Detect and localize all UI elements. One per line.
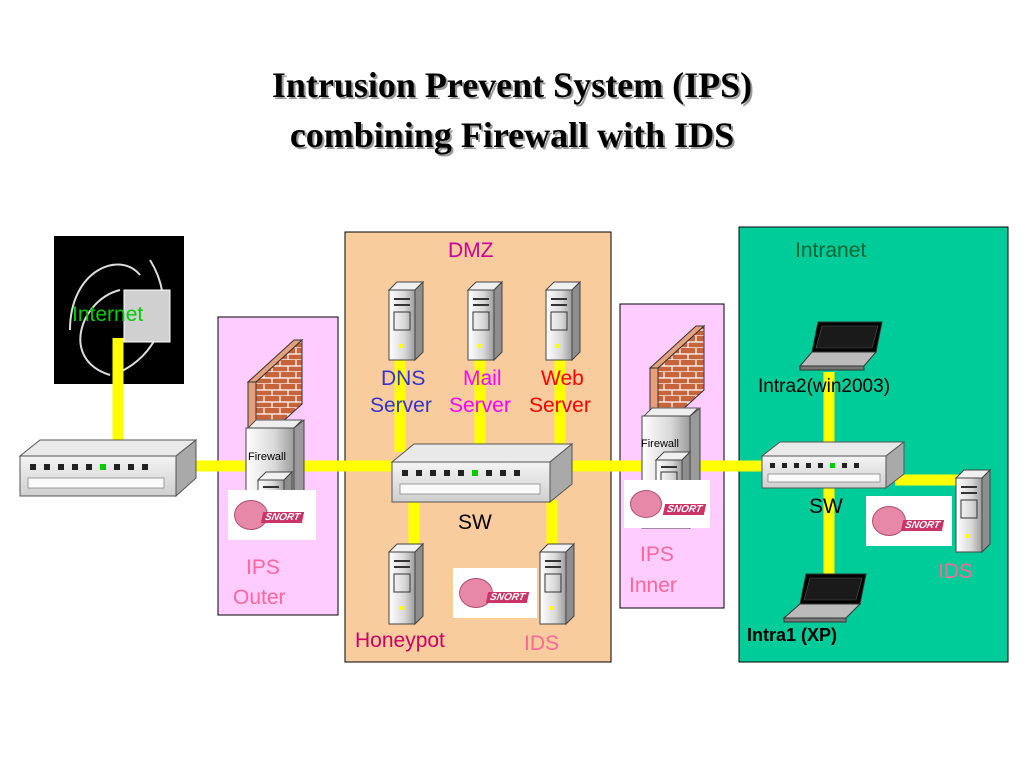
- title-line-1: Intrusion Prevent System (IPS): [271, 65, 753, 105]
- firewall-inner-label: Firewall: [641, 438, 679, 450]
- internet-label: Internet: [72, 303, 144, 326]
- mail-server-label-1: Mail: [463, 367, 502, 390]
- web-server-label-2: Server: [529, 394, 591, 417]
- mail-server-icon: [466, 280, 504, 362]
- snort-logo-text: SNORT: [260, 512, 304, 523]
- intra1-label: Intra1 (XP): [747, 625, 838, 645]
- intra1-laptop-icon: [782, 573, 867, 623]
- snort-logo-text: SNORT: [662, 504, 706, 515]
- mail-server-label-2: Server: [449, 394, 511, 417]
- intra2-laptop-icon: [798, 321, 883, 371]
- ips-inner-label-2: Inner: [629, 574, 677, 597]
- edge-router: [18, 438, 198, 498]
- ips-outer-label-1: IPS: [246, 556, 280, 579]
- web-server-icon: [544, 280, 582, 362]
- snort-logo-text: SNORT: [485, 592, 529, 603]
- dmz-ids-label: IDS: [524, 632, 560, 655]
- intranet-label: Intranet: [795, 239, 867, 262]
- snort-pig-icon: [872, 506, 906, 536]
- network-links: [112, 338, 964, 576]
- web-server-label-1: Web: [541, 367, 584, 390]
- snort-pig-icon: [630, 490, 662, 518]
- snort-logo-outer: SNORT: [228, 490, 316, 540]
- dmz-switch-label: SW: [458, 511, 492, 534]
- snort-logo-dmz: SNORT: [453, 568, 537, 618]
- intranet-ids-label: IDS: [938, 560, 974, 583]
- ips-outer-label-2: Outer: [233, 586, 286, 609]
- dns-server-label-1: DNS: [381, 367, 426, 390]
- dmz-switch: [390, 442, 574, 504]
- firewall-outer-label: Firewall: [248, 451, 286, 463]
- honeypot-server-icon: [387, 542, 425, 626]
- honeypot-label: Honeypot: [355, 629, 445, 652]
- dns-server-label-2: Server: [370, 394, 432, 417]
- intranet-switch-label: SW: [809, 495, 843, 518]
- intra2-label: Intra2(win2003): [758, 376, 891, 397]
- intranet-ids-server-icon: [954, 468, 992, 554]
- ips-inner-label-1: IPS: [640, 543, 674, 566]
- dmz-label: DMZ: [448, 239, 494, 262]
- snort-logo-text: SNORT: [900, 520, 944, 531]
- snort-logo-intranet: SNORT: [866, 496, 952, 546]
- title-line-2: combining Firewall with IDS: [289, 115, 735, 155]
- dns-server-icon: [387, 280, 425, 362]
- intranet-switch: [760, 440, 906, 490]
- snort-logo-inner: SNORT: [624, 480, 710, 528]
- dmz-ids-server-icon: [538, 542, 576, 626]
